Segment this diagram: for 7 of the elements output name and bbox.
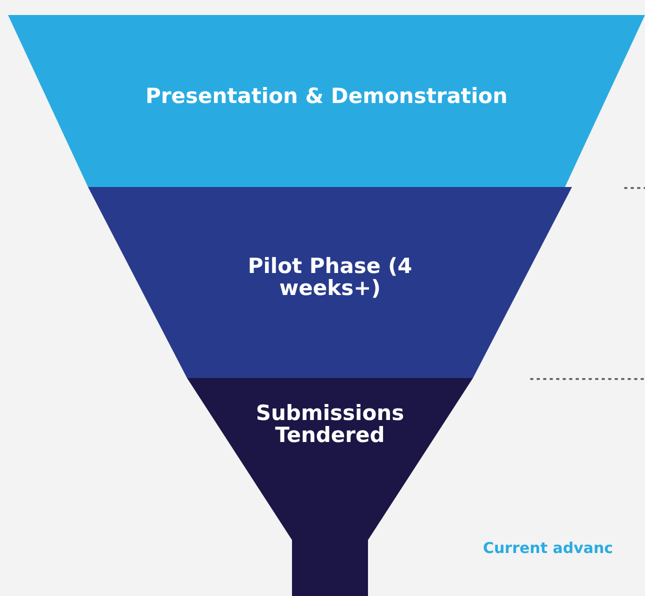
funnel-middle-band xyxy=(88,187,572,378)
stage-label: Submissions Tendered xyxy=(254,402,406,446)
stage-label: Pilot Phase (4 weeks+) xyxy=(246,255,414,300)
funnel-top-band xyxy=(8,15,645,187)
stage-label: Presentation & Demonstration xyxy=(144,85,509,108)
funnel-bottom-band xyxy=(187,378,473,596)
caption-text: Current advanc xyxy=(483,539,614,557)
